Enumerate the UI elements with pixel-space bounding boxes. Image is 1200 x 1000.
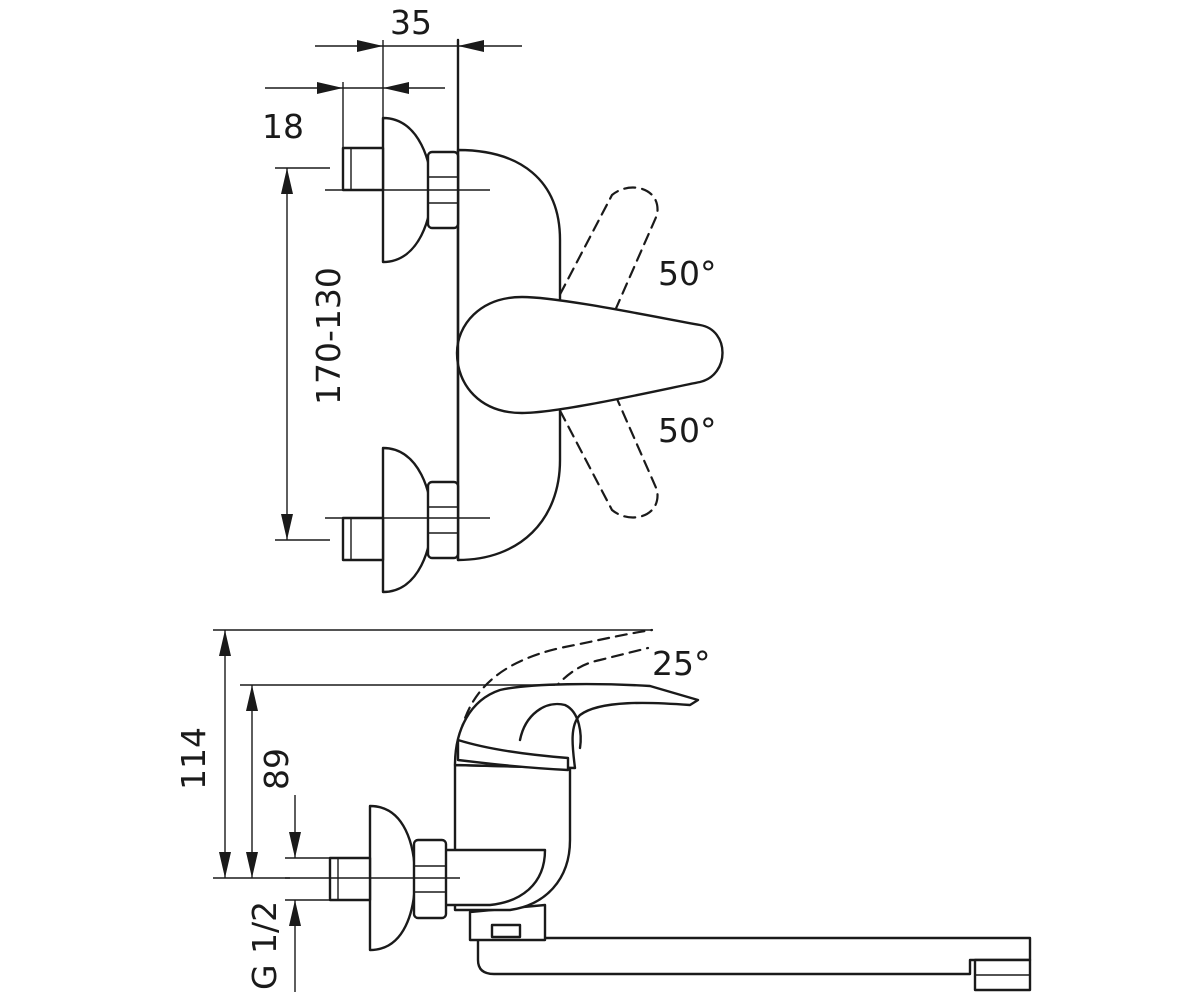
lever-rotation-paths — [508, 186, 659, 519]
lever-dashed-down — [508, 308, 659, 519]
dim-89: 89 — [240, 684, 555, 878]
lower-connector — [325, 446, 490, 594]
lever-dashed-up — [508, 186, 659, 397]
dim-89-label: 89 — [257, 748, 296, 790]
lever-handle — [455, 295, 724, 415]
lower-pipe-end — [341, 516, 385, 562]
lever-cartridge — [456, 738, 570, 772]
front-pipe-end — [328, 856, 372, 902]
dim-18: 18 — [262, 82, 445, 148]
front-nut — [412, 838, 448, 920]
front-view: 114 89 G 1/2 25° — [174, 628, 1032, 992]
front-connector — [285, 804, 460, 952]
angle-50-down-label: 50° — [658, 411, 717, 450]
dim-thread: G 1/2 — [245, 795, 330, 992]
upper-connector — [325, 116, 490, 264]
top-view: 35 18 170-130 50° 50° — [262, 3, 724, 594]
dim-170-130: 170-130 — [275, 167, 348, 541]
lower-escutcheon — [381, 446, 434, 594]
mixer-inlet-arm — [443, 848, 547, 907]
dim-35: 35 — [315, 3, 522, 118]
dim-170-130-label: 170-130 — [309, 267, 348, 405]
spout — [468, 903, 1032, 992]
angle-25-label: 25° — [652, 644, 711, 683]
dim-thread-label: G 1/2 — [245, 901, 284, 990]
dim-114: 114 — [174, 629, 652, 879]
lever-inner-curve — [518, 702, 582, 750]
angle-50-up-label: 50° — [658, 254, 717, 293]
dim-35-label: 35 — [390, 3, 432, 42]
dim-114-label: 114 — [174, 727, 213, 790]
dim-18-label: 18 — [262, 107, 304, 146]
spout-pipe — [476, 936, 1032, 976]
lower-nut — [426, 480, 460, 560]
upper-pipe-end — [341, 146, 385, 192]
